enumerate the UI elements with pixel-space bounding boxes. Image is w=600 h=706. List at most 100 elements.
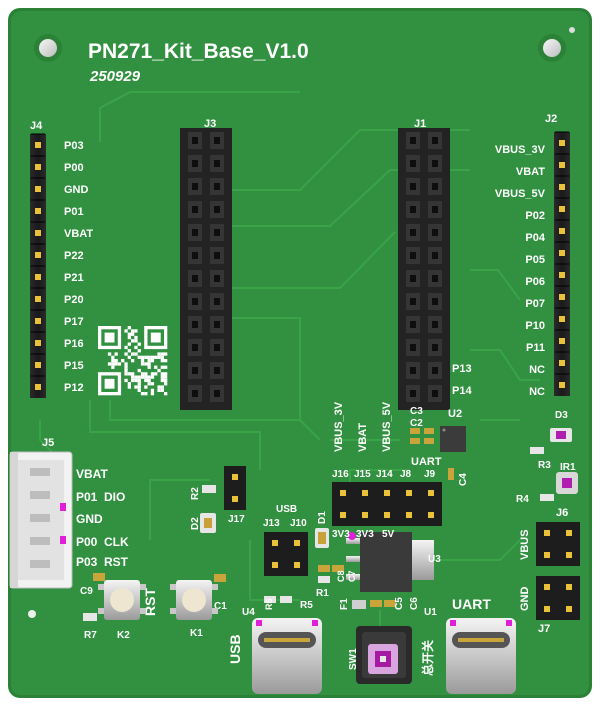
j2-label: P05 [525,254,545,266]
power-switch-sw1[interactable] [356,626,412,684]
usb-c-port-u1[interactable] [446,618,516,694]
j7-pin [566,584,572,590]
j4-label: P16 [64,338,84,350]
svg-text:J6: J6 [556,507,568,519]
qr-module [127,332,131,336]
jrow-body [332,482,442,526]
qr-module [164,375,168,379]
j7-header[interactable] [536,576,580,620]
ref-labels: C3 C2 U2 C4 D3 R3 IR1 R4 J6 VBUS GND J7 … [80,406,576,670]
qr-module [114,352,118,356]
j2-pin [559,294,565,300]
qr-module [150,392,155,396]
svg-text:C4: C4 [458,473,469,486]
qr-module [144,362,148,366]
qr-module [127,355,131,359]
qr-module [144,375,148,379]
j13-pin [272,540,278,546]
j1-socket-hole [432,206,438,213]
rst-button-k2[interactable] [98,580,146,620]
jrow-pin [362,490,368,496]
qr-module [134,375,138,379]
qr-module [131,332,135,336]
qr-module [121,359,125,363]
j1-socket-hole [432,183,438,190]
button-k1[interactable] [170,580,218,620]
svg-text:U1: U1 [424,607,437,618]
qr-module [144,372,148,376]
j6-pin [566,552,572,558]
qr-module [164,359,168,363]
j5-ref: J5 [42,437,54,449]
j2-label: VBUS_3V [495,144,546,156]
j3-socket-hole [192,229,198,236]
qr-module [160,355,164,359]
j3-socket-hole [192,344,198,351]
qr-module [131,378,135,383]
j1-socket-hole [432,344,438,351]
j13-j10-header[interactable] [264,532,308,576]
switch-label: 总开关 [420,640,435,676]
j4-pin [35,142,41,148]
j5-func-dio: DIO [104,490,125,504]
j2-pin [559,184,565,190]
j2-ref: J2 [545,113,557,125]
qr-module [157,388,161,392]
svg-text:SW1: SW1 [348,648,359,670]
qr-module [140,372,145,376]
qr-module [164,378,168,383]
j1-label-p14: P14 [452,385,472,397]
j1-female-header[interactable] [398,128,450,410]
jrow-pin [384,512,390,518]
svg-text:VBUS: VBUS [519,529,531,560]
svg-text:R5: R5 [300,600,313,611]
qr-module [131,359,135,363]
svg-text:J9: J9 [424,469,436,480]
j4-pin [35,274,41,280]
j3-female-header[interactable] [180,128,232,410]
j2-label: P11 [526,342,545,354]
qr-module [160,372,164,376]
j1-socket-hole [432,275,438,282]
qr-module [107,352,112,356]
qr-module [150,355,155,359]
qr-module [150,372,155,376]
j4-pin [35,318,41,324]
j5-pin [30,537,50,545]
j4-label: P00 [64,162,84,174]
j2-pin [559,316,565,322]
qr-finder-core [104,332,115,343]
j6-header[interactable] [536,522,580,566]
j17-header[interactable] [224,466,246,510]
qr-module [137,375,141,379]
qr-module [127,382,131,386]
svg-text:3V3: 3V3 [356,529,374,540]
svg-text:D2: D2 [190,517,201,530]
qr-finder-core [150,332,161,343]
label-vbat-vert: VBAT [357,423,369,452]
j1-socket-hole [432,160,438,167]
qr-module [134,339,138,343]
j4-label: P17 [64,316,84,328]
j13-body [264,532,308,576]
j4-header[interactable] [30,133,46,398]
qr-module [124,352,128,356]
j5-marker-a [60,503,66,511]
jumper-row-header[interactable] [332,482,442,526]
qr-module [144,385,148,389]
j3-socket-hole [192,367,198,374]
qr-module [131,375,135,379]
j5-pin [30,514,50,522]
svg-text:J8: J8 [400,469,412,480]
usb-c-port-u4[interactable] [252,618,322,694]
j2-header[interactable] [554,131,570,396]
j7-body [536,576,580,620]
qr-module [154,372,158,376]
qr-module [124,378,128,383]
j5-connector[interactable] [9,451,73,589]
svg-text:R3: R3 [538,460,551,471]
j4-label: P22 [64,250,84,262]
svg-text:C5: C5 [394,597,405,610]
j4-pin [35,296,41,302]
qr-module [164,392,168,396]
